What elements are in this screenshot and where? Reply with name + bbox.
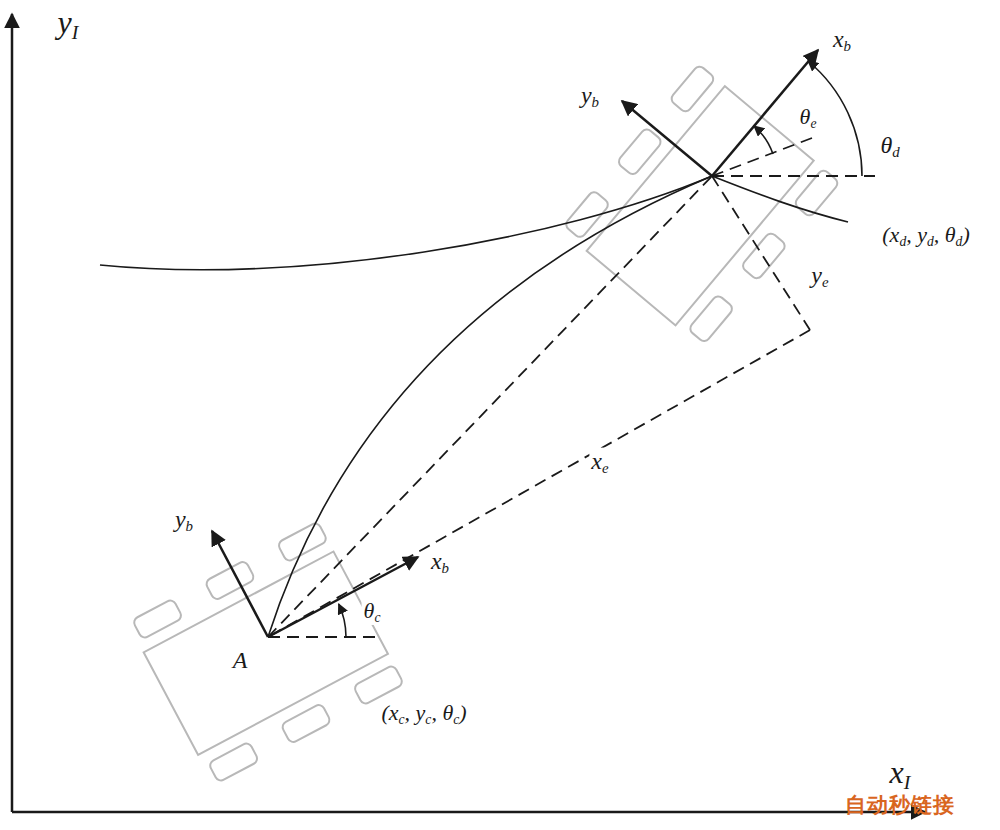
subscript: c [425, 712, 431, 727]
watermark: 自动秒链接 [843, 794, 957, 817]
math-label: yb [173, 506, 195, 535]
math-label: yI [56, 5, 81, 44]
symbol: , y [405, 700, 426, 725]
subscript: e [810, 116, 816, 131]
symbol: ( [381, 700, 388, 725]
symbol: , θ [431, 700, 453, 725]
reference-trajectory [100, 176, 848, 270]
symbol: , y [906, 222, 927, 247]
tracking-path [268, 176, 712, 637]
symbol: ( [882, 222, 889, 247]
body-frame-arrows [212, 50, 818, 637]
math-label: (xc, yc, θc) [379, 701, 468, 727]
subscript: b [442, 560, 449, 576]
subscript: e [602, 460, 609, 476]
math-label: xb [429, 548, 451, 577]
axis-y [11, 14, 14, 812]
symbol: θ [880, 132, 892, 158]
symbol: x [591, 448, 602, 474]
symbol: x [890, 754, 904, 790]
subscript: I [904, 771, 911, 793]
subscript: d [899, 234, 906, 249]
subscript: b [592, 94, 599, 110]
robot-body-current [128, 521, 404, 784]
symbol: θ [800, 104, 811, 129]
subscript: c [453, 712, 459, 727]
axis-x [12, 811, 925, 814]
symbol: A [233, 647, 248, 673]
subscript: d [927, 234, 934, 249]
math-label: xe [589, 448, 610, 477]
symbol: y [175, 506, 186, 532]
symbol: θ [364, 598, 375, 623]
symbol: x [389, 700, 399, 725]
symbol: y [581, 82, 592, 108]
math-label: θc [362, 599, 383, 625]
math-label: yb [579, 82, 601, 111]
math-label: θe [798, 105, 819, 131]
subscript: d [956, 234, 963, 249]
math-label: θd [878, 132, 901, 161]
math-label: xI [888, 755, 913, 794]
symbol: 自动秒链接 [845, 793, 955, 817]
subscript: b [844, 38, 851, 54]
subscript: d [892, 144, 899, 160]
subscript: I [72, 21, 79, 43]
subscript: b [186, 518, 193, 534]
symbol: ) [459, 700, 466, 725]
math-label: A [231, 647, 250, 673]
robot-body-desired [561, 64, 840, 347]
symbol: , θ [934, 222, 956, 247]
math-label: ye [809, 262, 830, 291]
symbol: x [833, 26, 844, 52]
symbol: y [811, 262, 822, 288]
angle-arcs [339, 61, 862, 637]
math-label: (xd, yd, θd) [880, 223, 971, 249]
error-construction [268, 138, 875, 637]
symbol: y [58, 4, 72, 40]
subscript: c [374, 610, 380, 625]
subscript: c [399, 712, 405, 727]
symbol: x [431, 548, 442, 574]
subscript: e [822, 274, 829, 290]
symbol: ) [962, 222, 969, 247]
math-label: xb [831, 26, 853, 55]
symbol: x [890, 222, 900, 247]
